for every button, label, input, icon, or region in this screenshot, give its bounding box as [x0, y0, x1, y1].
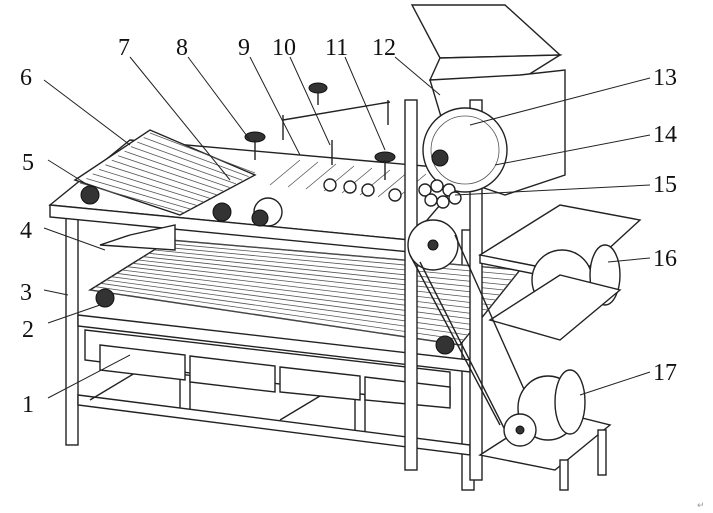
- roller-line: [130, 146, 237, 185]
- roller-line: [105, 164, 211, 199]
- label-13: 13: [653, 65, 677, 91]
- roller-line: [111, 159, 217, 196]
- hopper: [404, 4, 566, 481]
- side-chute: [478, 204, 642, 341]
- label-12: 12: [372, 35, 396, 61]
- ball: [361, 183, 375, 197]
- label-9: 9: [238, 35, 250, 61]
- roller-line: [116, 272, 481, 321]
- divider-line: [269, 159, 301, 186]
- roller-line: [86, 178, 192, 210]
- label-7: 7: [118, 35, 130, 61]
- ball: [448, 191, 462, 205]
- return-mark: ↵: [697, 501, 705, 511]
- roller-line: [89, 289, 461, 346]
- leader-lines: [43, 56, 651, 399]
- ball: [323, 178, 337, 192]
- roller-line: [148, 252, 505, 291]
- roller-line: [124, 150, 230, 188]
- roller-line: [164, 242, 517, 276]
- label-6: 6: [20, 65, 32, 91]
- ball: [343, 180, 357, 194]
- label-1: 1: [22, 392, 34, 418]
- roller-line: [79, 182, 186, 214]
- label-2: 2: [22, 317, 34, 343]
- roller-line: [169, 239, 521, 271]
- label-10: 10: [272, 35, 296, 61]
- divider-line: [377, 171, 409, 198]
- ball: [388, 188, 402, 202]
- ball: [436, 195, 450, 209]
- label-4: 4: [20, 218, 32, 244]
- divider-line: [305, 163, 337, 190]
- roller-line: [92, 173, 198, 207]
- roller-line: [121, 269, 485, 316]
- ball: [430, 179, 444, 193]
- label-8: 8: [176, 35, 188, 61]
- roller-line: [95, 286, 465, 341]
- label-17: 17: [653, 360, 677, 386]
- label-11: 11: [325, 35, 348, 61]
- roller-line: [98, 168, 205, 203]
- roller-line: [153, 249, 509, 286]
- roller-line: [118, 155, 224, 192]
- roller-line: [143, 256, 501, 296]
- part-labels: 1 2 3 4 5 6 7 8 9 10 11 12 13 14 15 16 1…: [20, 35, 705, 511]
- belt-drive: [407, 219, 541, 431]
- label-3: 3: [20, 280, 32, 306]
- ball: [418, 183, 432, 197]
- ball: [424, 193, 438, 207]
- roller-line: [159, 246, 513, 281]
- label-5: 5: [22, 150, 34, 176]
- roller-line: [143, 137, 249, 178]
- roller-line: [127, 266, 489, 311]
- collection-bins: [84, 329, 451, 409]
- roller-line: [149, 132, 256, 174]
- divider-line: [287, 161, 319, 188]
- label-14: 14: [653, 122, 677, 148]
- upper-table: [48, 129, 472, 253]
- label-16: 16: [653, 246, 677, 272]
- label-15: 15: [653, 172, 677, 198]
- motor: [478, 369, 612, 491]
